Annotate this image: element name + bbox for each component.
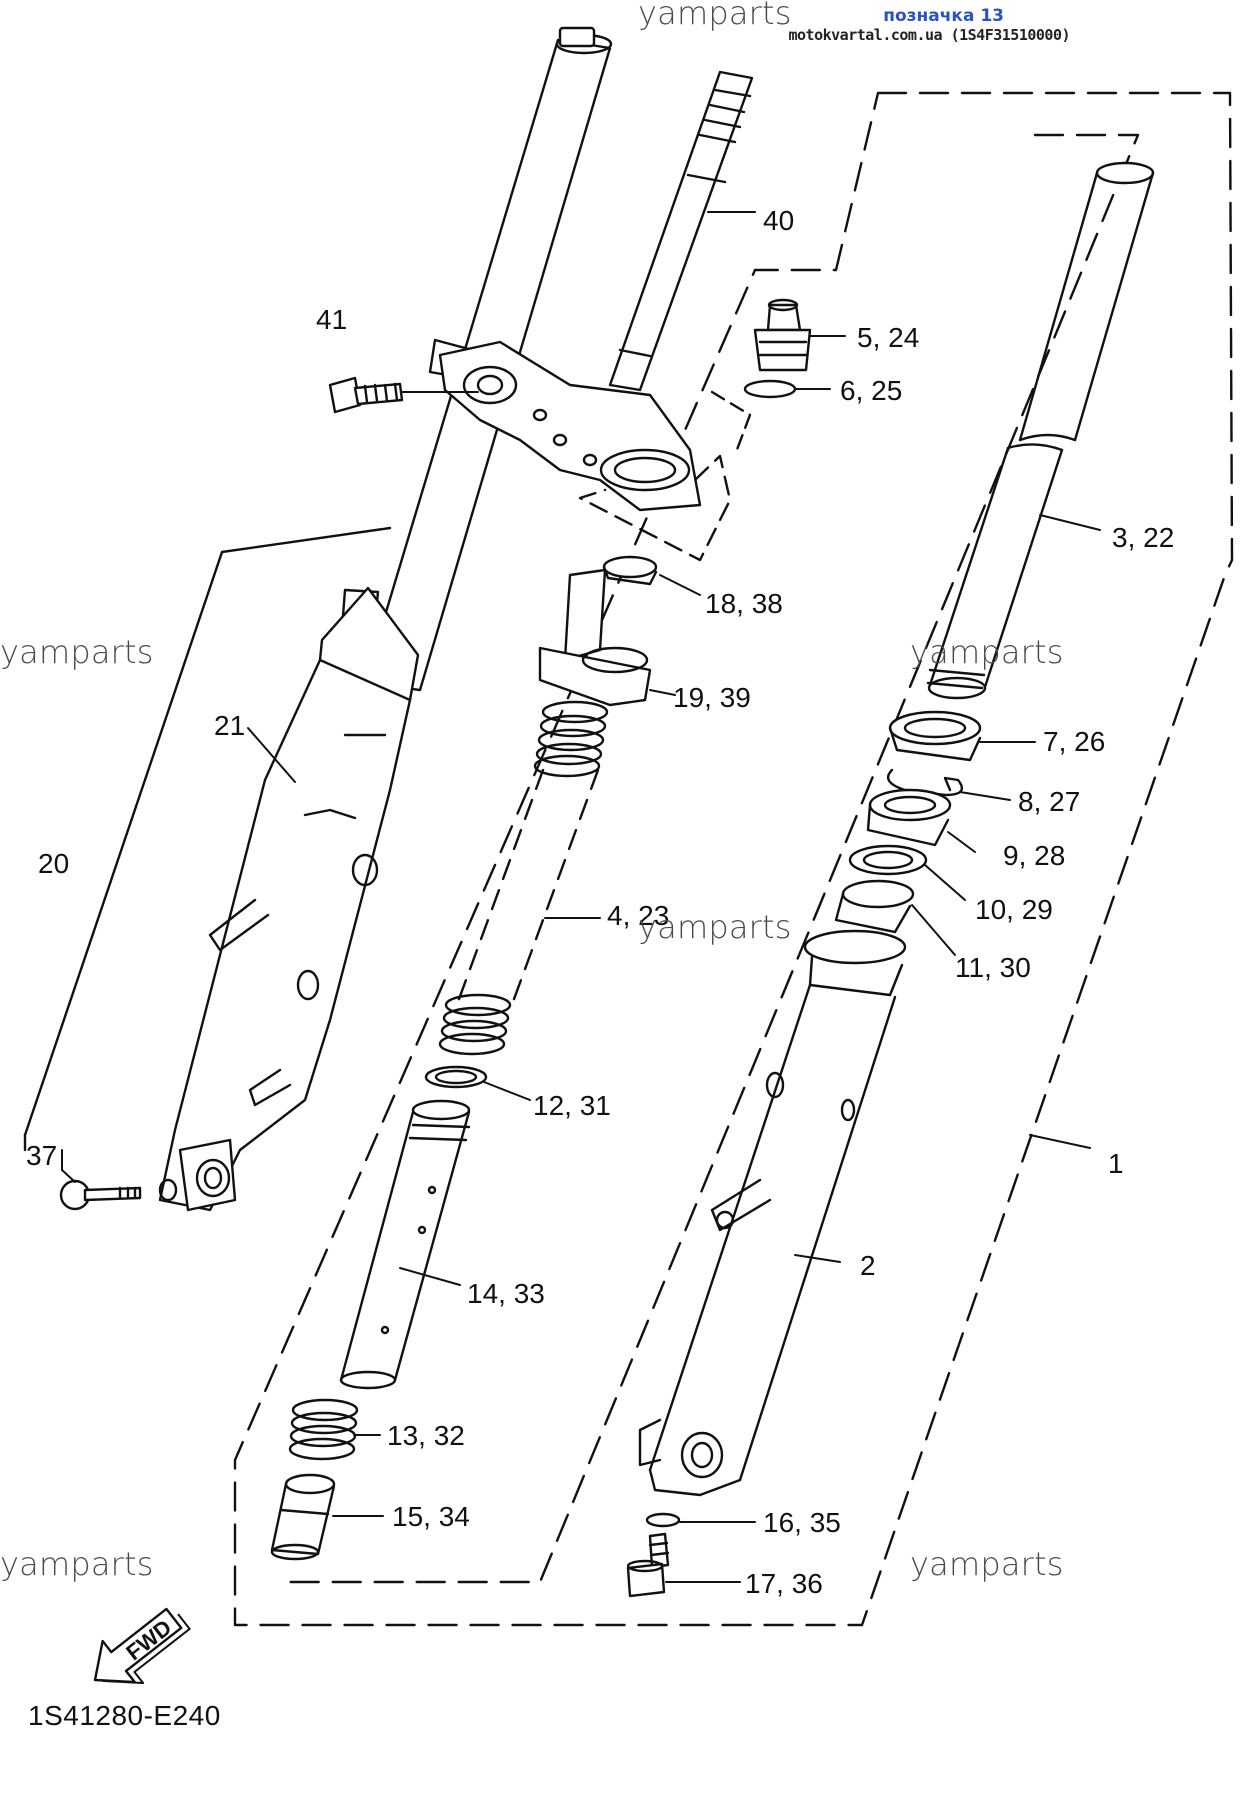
callout-13-32: 13, 32 (387, 1420, 465, 1451)
watermark-top: yamparts (638, 0, 792, 32)
callout-20: 20 (38, 848, 70, 879)
outer-tube-2 (638, 929, 907, 1497)
callout-41: 41 (316, 304, 348, 335)
callout-6-25: 6, 25 (840, 375, 903, 406)
gasket-16 (645, 1512, 681, 1528)
washer-10 (848, 844, 928, 876)
washer-18 (602, 555, 658, 579)
slide-metal-11 (834, 879, 915, 934)
damper-rod-14 (339, 1099, 471, 1390)
bolt-41 (328, 376, 404, 414)
callout-12-31: 12, 31 (533, 1090, 611, 1121)
watermark-left-upper: yamparts (0, 633, 154, 671)
fork-spring-lower (438, 993, 512, 1056)
bolt-17 (626, 1532, 670, 1598)
o-ring-6 (743, 379, 797, 399)
assembly-boundary-outer (233, 91, 1234, 1627)
watermark-right-lower: yamparts (910, 1545, 1064, 1583)
callout-3-22: 3, 22 (1112, 522, 1175, 553)
callout-8-27: 8, 27 (1018, 786, 1081, 817)
leader-lines (61, 211, 1101, 1583)
dust-seal-7 (888, 710, 982, 762)
oil-seal-9 (866, 788, 952, 847)
callout-40: 40 (763, 205, 795, 236)
rebound-spring-13 (288, 1398, 359, 1461)
inner-tube-3 (926, 161, 1155, 700)
fork-spring-upper (533, 700, 609, 778)
left-fork-assembled (158, 26, 613, 1212)
watermark-middle: yamparts (638, 908, 792, 946)
fork-spring-body (453, 768, 600, 1012)
callout-7-26: 7, 26 (1043, 726, 1106, 757)
callout-18-38: 18, 38 (705, 588, 783, 619)
callout-19-39: 19, 39 (673, 682, 751, 713)
steering-stem (438, 70, 754, 512)
callout-1: 1 (1108, 1148, 1124, 1179)
diagram-label: позначка 13 (883, 6, 1004, 26)
spacer-19 (563, 568, 607, 662)
callout-17-36: 17, 36 (745, 1568, 823, 1599)
callout-4-23: 4, 23 (607, 900, 670, 931)
callout-16-35: 16, 35 (763, 1507, 841, 1538)
cap-bolt-5 (753, 298, 812, 372)
bolt-37 (59, 1179, 142, 1211)
callout-37: 37 (26, 1140, 58, 1171)
callout-2: 2 (860, 1250, 876, 1281)
callout-5-24: 5, 24 (857, 322, 920, 353)
watermark-left-lower: yamparts (0, 1545, 154, 1583)
source-site-text: motokvartal.com.ua (1S4F31510000) (788, 26, 1070, 44)
callout-21: 21 (214, 710, 246, 741)
callout-15-34: 15, 34 (392, 1501, 470, 1532)
assembly-boundary-inner (278, 133, 1140, 1584)
callout-9-28: 9, 28 (1003, 840, 1066, 871)
callout-10-29: 10, 29 (975, 894, 1053, 925)
callout-14-33: 14, 33 (467, 1278, 545, 1309)
bracket-20 (23, 526, 392, 1137)
callout-11-30: 11, 30 (955, 952, 1031, 983)
circlip-8 (887, 768, 963, 797)
fwd-arrow: FWD (93, 1607, 191, 1685)
watermark-right-upper: yamparts (910, 633, 1064, 671)
diagram-code: 1S41280-E240 (28, 1700, 221, 1731)
oil-lock-piece-15 (270, 1473, 336, 1561)
